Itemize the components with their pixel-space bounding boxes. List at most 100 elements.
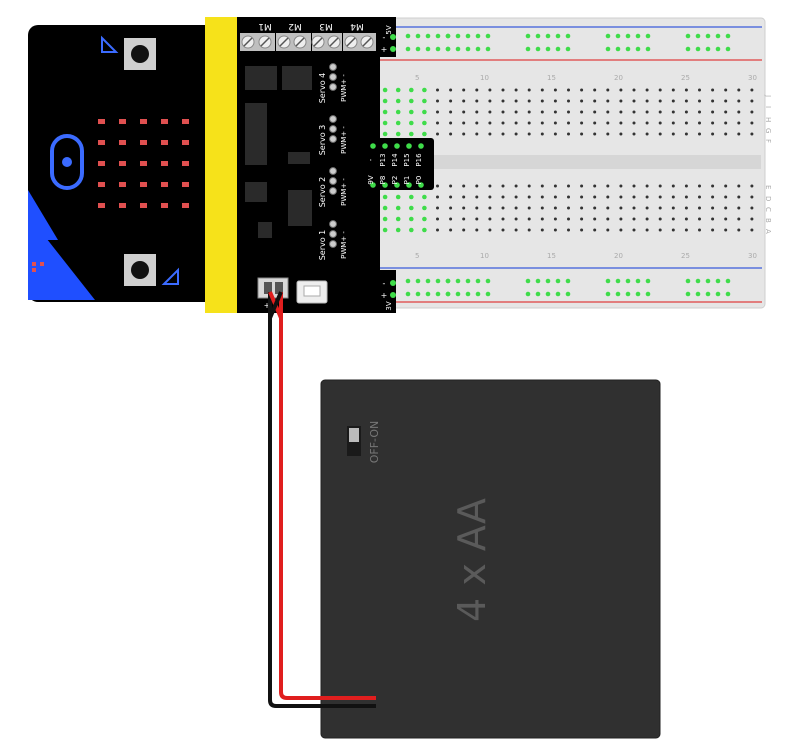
breadboard-hole[interactable]	[462, 110, 466, 114]
breadboard-hole-connected[interactable]	[409, 98, 414, 104]
rail-hole[interactable]	[435, 46, 441, 52]
rail-hole[interactable]	[525, 278, 531, 284]
breadboard-hole[interactable]	[475, 184, 479, 188]
rail-hole[interactable]	[625, 278, 631, 284]
breadboard-hole[interactable]	[619, 206, 623, 210]
breadboard-hole[interactable]	[475, 228, 479, 232]
rail-hole[interactable]	[475, 46, 481, 52]
breadboard-hole[interactable]	[488, 228, 492, 232]
breadboard-hole[interactable]	[698, 195, 701, 199]
breadboard-hole[interactable]	[658, 195, 662, 199]
power-pin-top-1[interactable]	[390, 34, 396, 40]
breadboard-hole[interactable]	[658, 121, 662, 125]
breadboard-hole[interactable]	[632, 206, 636, 210]
rail-hole[interactable]	[485, 33, 491, 39]
breadboard-hole[interactable]	[671, 206, 675, 210]
breadboard-hole-connected[interactable]	[422, 194, 427, 200]
rail-hole[interactable]	[415, 33, 421, 39]
breadboard-hole[interactable]	[449, 217, 453, 221]
servo-pin[interactable]	[329, 220, 337, 228]
breadboard-hole[interactable]	[514, 217, 518, 221]
breadboard-hole[interactable]	[475, 132, 479, 136]
rail-hole[interactable]	[545, 33, 551, 39]
io-pin[interactable]	[394, 143, 400, 149]
rail-hole[interactable]	[605, 33, 611, 39]
breadboard-hole[interactable]	[671, 99, 675, 103]
servo-pin[interactable]	[329, 240, 337, 248]
breadboard-hole[interactable]	[501, 184, 505, 188]
rail-hole[interactable]	[555, 278, 561, 284]
breadboard-hole-connected[interactable]	[395, 109, 401, 115]
rail-hole[interactable]	[685, 33, 691, 39]
breadboard-hole[interactable]	[553, 99, 557, 103]
rail-hole[interactable]	[715, 33, 721, 39]
servo-pin[interactable]	[329, 167, 337, 175]
breadboard-hole-connected[interactable]	[395, 98, 401, 104]
breadboard-hole[interactable]	[527, 132, 531, 136]
rail-hole[interactable]	[445, 33, 451, 39]
breadboard-hole[interactable]	[645, 195, 649, 199]
breadboard-hole[interactable]	[514, 184, 518, 188]
breadboard-hole[interactable]	[436, 110, 439, 114]
breadboard-hole[interactable]	[606, 228, 610, 232]
rail-hole[interactable]	[545, 291, 551, 297]
breadboard-hole[interactable]	[436, 121, 439, 125]
rail-hole[interactable]	[605, 278, 611, 284]
rail-hole[interactable]	[415, 278, 421, 284]
breadboard-hole[interactable]	[580, 121, 584, 125]
breadboard-hole-connected[interactable]	[422, 131, 427, 137]
breadboard-hole[interactable]	[436, 99, 439, 103]
servo-pin[interactable]	[329, 135, 337, 143]
rail-hole[interactable]	[605, 46, 611, 52]
breadboard-hole[interactable]	[737, 132, 741, 136]
breadboard-hole[interactable]	[449, 132, 453, 136]
rail-hole[interactable]	[525, 291, 531, 297]
breadboard-hole[interactable]	[724, 88, 728, 92]
breadboard-hole-connected[interactable]	[395, 205, 401, 211]
breadboard-hole[interactable]	[632, 184, 636, 188]
breadboard-hole[interactable]	[449, 121, 453, 125]
rail-hole[interactable]	[625, 46, 631, 52]
rail-hole[interactable]	[455, 278, 461, 284]
breadboard-hole[interactable]	[462, 217, 466, 221]
breadboard-hole[interactable]	[580, 99, 584, 103]
breadboard-hole[interactable]	[553, 184, 557, 188]
breadboard-hole[interactable]	[475, 88, 479, 92]
rail-hole[interactable]	[415, 291, 421, 297]
breadboard-hole[interactable]	[619, 132, 623, 136]
breadboard-hole[interactable]	[475, 206, 479, 210]
rail-hole[interactable]	[705, 33, 711, 39]
rail-hole[interactable]	[535, 278, 541, 284]
breadboard-hole[interactable]	[580, 195, 584, 199]
breadboard-hole-connected[interactable]	[409, 205, 414, 211]
rail-hole[interactable]	[635, 278, 641, 284]
breadboard-hole[interactable]	[593, 110, 597, 114]
button-a-cap[interactable]	[131, 45, 149, 63]
breadboard-hole[interactable]	[724, 132, 728, 136]
rail-hole[interactable]	[435, 278, 441, 284]
breadboard-hole[interactable]	[527, 206, 531, 210]
breadboard-hole[interactable]	[632, 110, 636, 114]
rail-hole[interactable]	[555, 291, 561, 297]
rail-hole[interactable]	[535, 291, 541, 297]
breadboard-hole[interactable]	[671, 121, 675, 125]
breadboard-hole[interactable]	[750, 184, 754, 188]
breadboard-hole[interactable]	[698, 206, 701, 210]
breadboard-hole[interactable]	[580, 217, 584, 221]
breadboard-hole[interactable]	[580, 132, 584, 136]
breadboard-hole[interactable]	[684, 206, 688, 210]
rail-hole[interactable]	[695, 33, 701, 39]
breadboard-hole[interactable]	[671, 88, 675, 92]
breadboard-hole[interactable]	[737, 184, 741, 188]
breadboard-hole[interactable]	[580, 228, 584, 232]
rail-hole[interactable]	[635, 291, 641, 297]
breadboard-hole[interactable]	[462, 228, 466, 232]
breadboard-hole-connected[interactable]	[409, 194, 414, 200]
breadboard-hole[interactable]	[619, 110, 623, 114]
breadboard-hole[interactable]	[684, 217, 688, 221]
rail-hole[interactable]	[605, 291, 611, 297]
breadboard-hole[interactable]	[514, 121, 518, 125]
breadboard-hole[interactable]	[488, 121, 492, 125]
breadboard-hole[interactable]	[488, 110, 492, 114]
breadboard-hole[interactable]	[593, 195, 597, 199]
